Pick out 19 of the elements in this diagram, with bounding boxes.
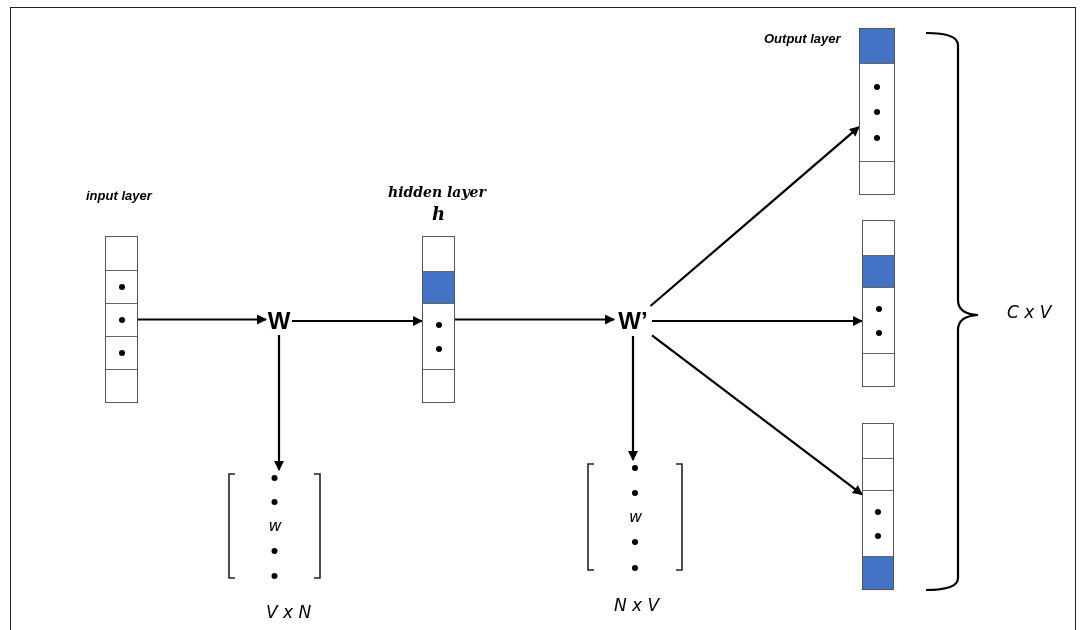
arrow	[652, 316, 863, 326]
matrix-symbol: w	[268, 518, 282, 534]
arrow	[138, 314, 267, 325]
arrow	[274, 335, 284, 471]
vector-symbol: h	[432, 205, 446, 223]
arrow	[292, 316, 423, 326]
matrix-dimension: N x V	[614, 597, 660, 614]
weight-symbol: W	[266, 307, 292, 335]
matrix-symbol: w	[629, 509, 643, 525]
weight-symbol: W’	[617, 306, 649, 336]
arrow	[455, 314, 615, 325]
matrix-dimension: V x N	[266, 604, 312, 621]
dimension-label: C x V	[1007, 304, 1052, 321]
layer-heading: Output layer	[764, 32, 841, 45]
arrow	[651, 334, 863, 496]
arrow	[628, 336, 638, 461]
arrow	[649, 126, 860, 307]
layer-heading: hidden layer	[388, 185, 486, 199]
layer-heading: input layer	[86, 189, 152, 202]
